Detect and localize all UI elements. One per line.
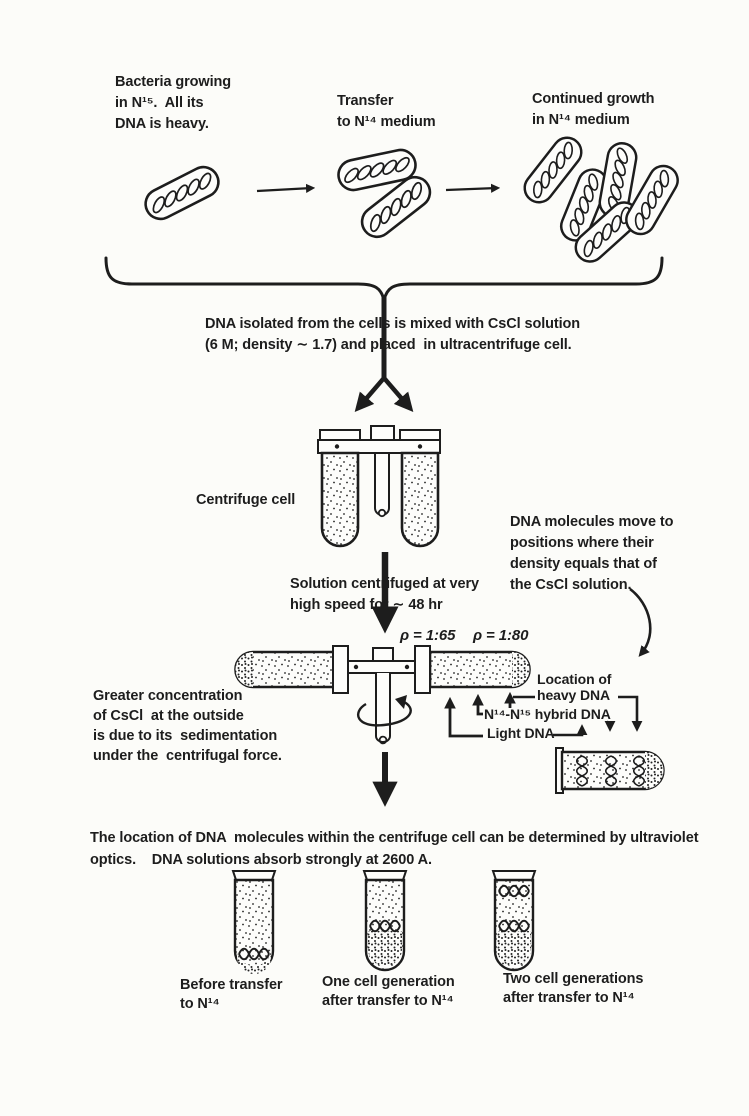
brace	[104, 256, 664, 301]
gradient-result-tube	[555, 747, 665, 794]
curved-arrow-dna-move	[629, 587, 652, 657]
result-tube-before-transfer	[231, 870, 277, 974]
bacteria-pair	[334, 145, 438, 245]
label-mixing-caption: DNA isolated from the cells is mixed wit…	[205, 316, 581, 353]
bacteria-cluster	[517, 130, 685, 269]
hybrid-band-2	[498, 919, 530, 933]
heavy-band	[238, 947, 270, 961]
fork-arrows-into-cell	[354, 376, 414, 413]
light-band	[498, 884, 530, 898]
label-tube-before-transfer: Before transfer to N¹⁴	[180, 977, 283, 1012]
label-heavy-dna: Location of heavy DNA	[537, 671, 612, 703]
result-tube-one-generation	[362, 870, 408, 972]
arrow-continued-growth	[445, 183, 501, 193]
label-light-dna: Light DNA	[487, 725, 555, 741]
result-tube-two-generations	[491, 870, 537, 972]
label-hybrid-dna: N¹⁴-N¹⁵ hybrid DNA	[484, 706, 611, 722]
hybrid-band	[369, 919, 401, 933]
label-density-outer: ρ = 1:80	[473, 627, 529, 644]
label-tube-two-generations: Two cell generations after transfer to N…	[503, 971, 644, 1006]
label-gradient-caption: Greater concentration of CsCl at the out…	[93, 688, 282, 764]
label-uv-caption: The location of DNA molecules within the…	[90, 830, 699, 868]
centrifuge-cell-vertical	[317, 425, 441, 548]
label-continued-growth: Continued growth in N¹⁴ medium	[532, 91, 655, 128]
arrow-transfer	[256, 183, 316, 193]
label-spin-caption: Solution centrifuged at very high speed …	[290, 576, 479, 613]
rotation-arrow	[356, 699, 412, 727]
label-centrifuge-cell: Centrifuge cell	[196, 492, 296, 508]
label-density-inner: ρ = 1:65	[400, 627, 456, 644]
label-transfer-n14: Transfer to N¹⁴ medium	[337, 93, 436, 130]
bacterium-single	[139, 160, 225, 226]
label-bacteria-growing-n15: Bacteria growing in N¹⁵. All its DNA is …	[115, 74, 232, 132]
dna-band-squiggles	[575, 755, 646, 787]
label-dna-move-caption: DNA molecules move to positions where th…	[510, 514, 674, 593]
label-tube-one-generation: One cell generation after transfer to N¹…	[322, 974, 455, 1009]
